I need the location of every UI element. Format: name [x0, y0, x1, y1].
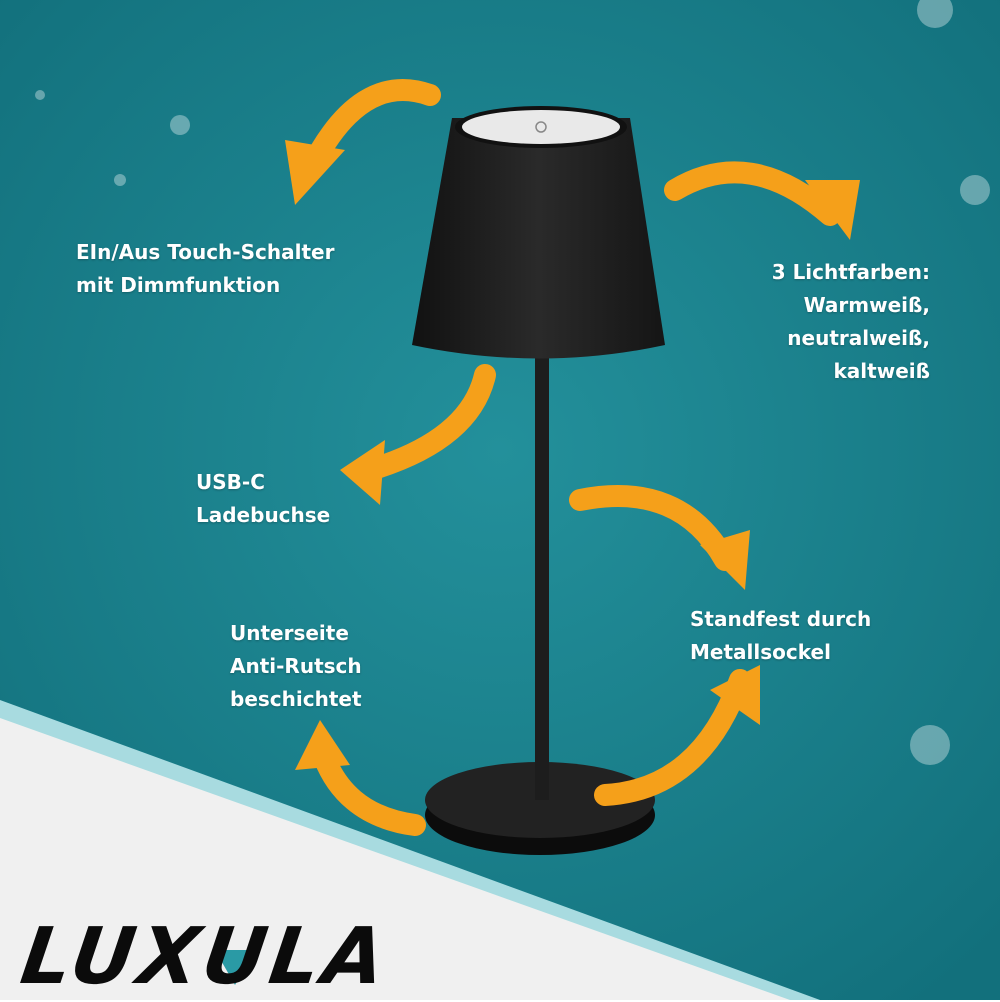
feature-text: EIn/Aus Touch-Schalter: [76, 240, 335, 264]
feature-touch-switch: EIn/Aus Touch-Schalter mit Dimmfunktion: [76, 236, 334, 302]
decorative-bubbles: [35, 0, 990, 765]
feature-text: Warmweiß,: [803, 293, 930, 317]
bottom-white-panel: [0, 718, 790, 1000]
lamp-top-panel: [462, 110, 620, 144]
feature-text: mit Dimmfunktion: [76, 273, 281, 297]
logo-accent-chevron: [215, 950, 255, 985]
touch-button-icon: [535, 121, 547, 133]
feature-text: neutralweiß,: [787, 326, 930, 350]
lamp-pole: [535, 350, 549, 800]
arrow-light-colors: [664, 161, 841, 226]
feature-base: Standfest durch Metallsockel: [690, 603, 871, 669]
feature-text: Anti-Rutsch: [230, 654, 362, 678]
feature-text: kaltweiß: [833, 359, 931, 383]
feature-usb: USB-C Ladebuchse: [196, 466, 330, 532]
lamp-shade: [412, 118, 665, 359]
feature-text: Metallsockel: [690, 640, 831, 664]
feature-text: Ladebuchse: [196, 503, 331, 527]
feature-text: 3 Lichtfarben:: [771, 260, 930, 284]
feature-text: Standfest durch: [690, 607, 872, 631]
arrow-heads: [285, 140, 860, 770]
arrow-usb: [359, 364, 496, 481]
feature-text: Unterseite: [230, 621, 349, 645]
arrow-stand: [594, 669, 751, 806]
feature-text: USB-C: [196, 470, 265, 494]
brand-logo: LUXULA: [15, 912, 395, 1002]
feature-text: beschichtet: [230, 687, 362, 711]
feature-light-colors: 3 Lichtfarben: Warmweiß, neutralweiß, ka…: [772, 256, 930, 388]
callout-arrows: [299, 79, 841, 836]
feature-bottom: Unterseite Anti-Rutsch beschichtet: [230, 617, 362, 716]
